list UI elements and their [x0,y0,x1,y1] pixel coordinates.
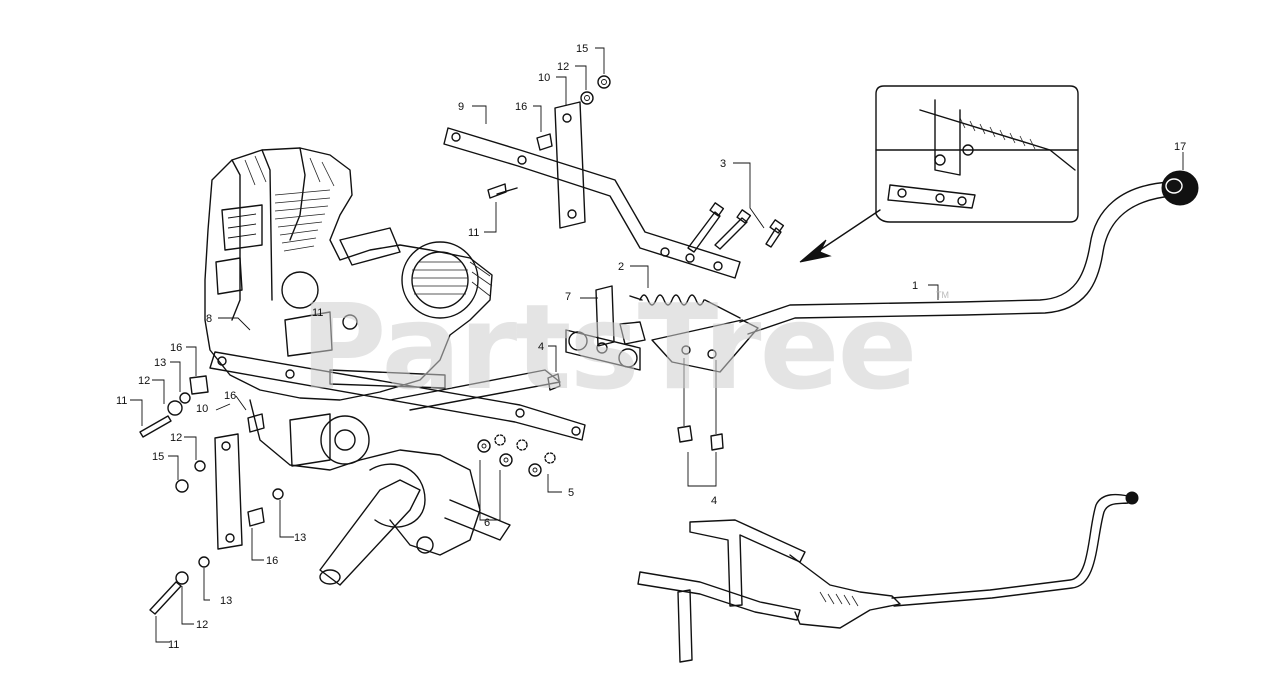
callout-17: 17 [1174,141,1186,153]
strap-10-upper [554,101,586,229]
callout-10b: 10 [196,403,208,415]
bracket-upper-9 [443,127,741,279]
bracket-7 [565,285,646,371]
callout-13a: 13 [154,357,166,369]
callout-11a: 11 [468,227,479,239]
shift-rod-1 [739,170,1199,335]
hardware-upper [487,75,611,199]
watermark-trademark: TM [936,290,949,300]
callout-labels: 1 2 3 4 4 5 6 7 8 9 10 10 11 11 11 11 12… [116,43,1186,651]
callout-12b: 12 [138,375,150,387]
callout-11c: 11 [116,395,127,407]
watermark-text: PartsTree [300,278,916,416]
watermark: PartsTree TM [300,278,949,416]
callout-5: 5 [568,487,574,499]
callout-13b: 13 [294,532,306,544]
callout-6: 6 [484,517,490,529]
spring-2 [629,294,741,319]
callout-3: 3 [720,158,726,170]
callout-15b: 15 [152,451,164,463]
callout-10a: 10 [538,72,550,84]
lever-plate [651,319,759,373]
callout-11b: 11 [312,307,323,319]
callout-4a: 4 [538,341,544,353]
callout-4b: 4 [711,495,717,507]
callout-12c: 12 [170,432,182,444]
callout-16a: 16 [515,101,527,113]
callout-16b: 16 [170,342,182,354]
callout-16d: 16 [266,555,278,567]
hardware-5-6 [477,434,556,477]
hardware-left [139,375,284,615]
engine-assembly [204,147,511,586]
callout-8: 8 [206,313,212,325]
bolts-3 [687,202,785,253]
callout-11d: 11 [168,639,179,651]
callout-2: 2 [618,261,624,273]
callout-7: 7 [565,291,571,303]
leader-lines [130,47,1184,643]
callout-12d: 12 [196,619,208,631]
callout-9: 9 [458,101,464,113]
callout-1: 1 [912,280,918,292]
callout-12a: 12 [557,61,569,73]
inset-detail [799,85,1079,263]
callout-13c: 13 [220,595,232,607]
assembly-overview [637,491,1139,663]
hardware-4 [547,358,724,451]
strap-10-lower [214,433,243,550]
callout-16c: 16 [224,390,236,402]
callout-15a: 15 [576,43,588,55]
